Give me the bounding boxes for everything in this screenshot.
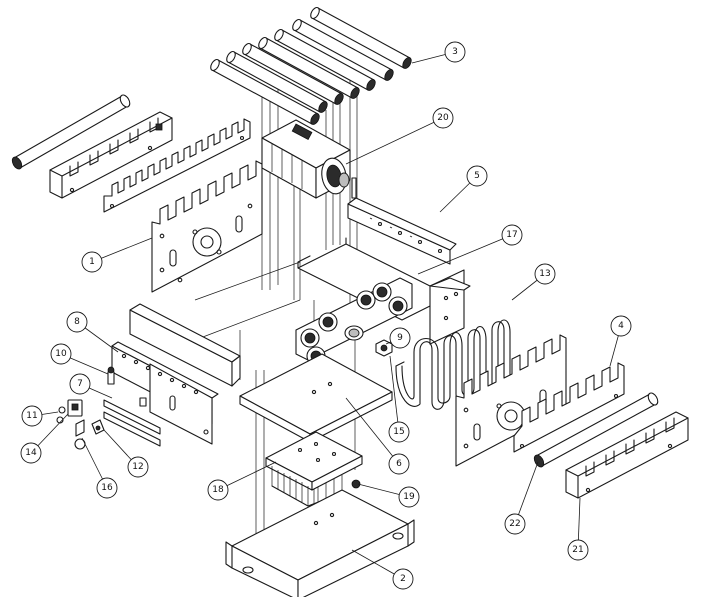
din-rails: [103, 399, 161, 447]
callout-8: 8: [66, 311, 88, 333]
callout-21: 21: [567, 539, 589, 561]
callout-9: 9: [389, 327, 411, 349]
callout-21-label: 21: [572, 545, 583, 555]
callout-2-label: 2: [400, 574, 406, 584]
callout-15: 15: [388, 421, 410, 443]
left-lower-bracket: [129, 303, 241, 387]
left-lower-plate: [111, 341, 219, 445]
callout-18: 18: [207, 479, 229, 501]
callout-3: 3: [444, 41, 466, 63]
callout-4: 4: [610, 315, 632, 337]
callout-9-label: 9: [397, 333, 403, 343]
callout-19-label: 19: [403, 492, 415, 502]
callout-12: 12: [127, 456, 149, 478]
callout-14-label: 14: [25, 448, 37, 458]
left-comb-plate: [103, 118, 251, 213]
callout-22-label: 22: [509, 519, 520, 529]
left-roller: [11, 94, 131, 170]
callouts: 1 2 3 4 5 6 7 8 9 10 11 12 13 14 15 16 1…: [20, 41, 632, 590]
callout-10-label: 10: [55, 349, 67, 359]
callout-15-label: 15: [393, 427, 404, 437]
right-comb-plate: [513, 362, 625, 453]
callout-13: 13: [534, 263, 556, 285]
callout-11: 11: [21, 405, 43, 427]
callout-20: 20: [432, 107, 454, 129]
callout-2: 2: [392, 568, 414, 590]
base-plate: [239, 353, 393, 443]
callout-19: 19: [398, 486, 420, 508]
right-roller: [533, 392, 659, 468]
callout-17: 17: [501, 224, 523, 246]
callout-16: 16: [96, 477, 118, 499]
left-side-plate: [151, 160, 263, 293]
callout-8-label: 8: [74, 317, 80, 327]
callout-5: 5: [466, 165, 488, 187]
callout-18-label: 18: [212, 485, 224, 495]
bottom-tray: [225, 489, 415, 597]
callout-20-label: 20: [437, 113, 449, 123]
callout-11-label: 11: [26, 411, 37, 421]
callout-12-label: 12: [132, 462, 143, 472]
callout-16-label: 16: [101, 483, 113, 493]
callout-7-label: 7: [77, 379, 83, 389]
callout-13-label: 13: [539, 269, 550, 279]
right-side-plate: [455, 334, 567, 467]
right-angle-bracket: [347, 177, 457, 265]
callout-1-label: 1: [89, 257, 95, 267]
callout-4-label: 4: [618, 321, 624, 331]
motor: [261, 119, 351, 199]
roller-bundle: [210, 6, 412, 125]
callout-3-label: 3: [452, 47, 458, 57]
callout-6-label: 6: [396, 459, 402, 469]
callout-17-label: 17: [506, 230, 517, 240]
left-slotted-bar: [49, 111, 173, 199]
callout-1: 1: [81, 251, 103, 273]
callout-6: 6: [388, 453, 410, 475]
callout-7: 7: [69, 373, 91, 395]
heat-sink: [265, 431, 363, 507]
callout-22: 22: [504, 513, 526, 535]
callout-10: 10: [50, 343, 72, 365]
right-slotted-bar: [565, 411, 689, 499]
callout-5-label: 5: [474, 171, 480, 181]
callout-14: 14: [20, 442, 42, 464]
